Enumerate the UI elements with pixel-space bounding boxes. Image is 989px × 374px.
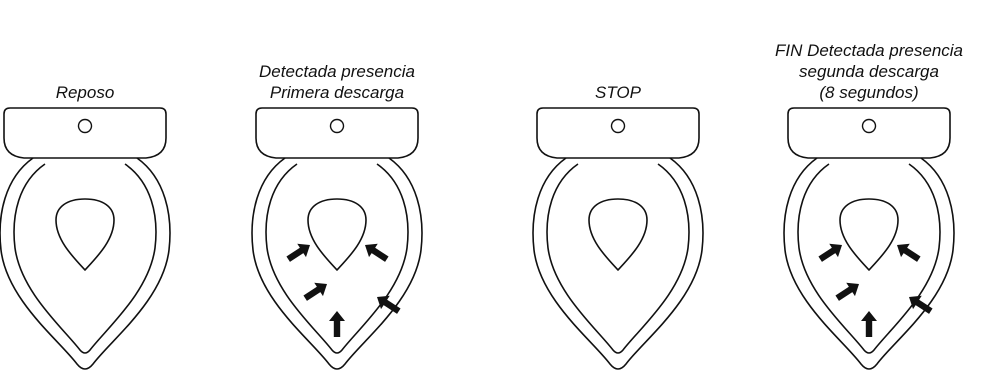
arrow-upper-right-icon: [360, 238, 392, 266]
urinal-drawing: [0, 107, 171, 370]
stage-label-line: FIN Detectada presencia: [775, 41, 963, 60]
stage-label-line: segunda descarga: [799, 62, 939, 81]
arrow-lower-left-icon: [300, 277, 332, 305]
arrow-bottom-up-icon: [861, 311, 877, 337]
arrow-upper-left-icon: [283, 238, 315, 266]
stage-label-line: Detectada presencia: [259, 62, 415, 81]
arrow-upper-right-icon: [892, 238, 924, 266]
stage-label-line: STOP: [595, 83, 642, 102]
stage-label-line: Primera descarga: [270, 83, 404, 102]
stage-segunda: FIN Detectada presencia segunda descarga (…: [775, 41, 963, 370]
stage-label-line: (8 segundos): [819, 83, 918, 102]
urinal-drawing: [532, 107, 704, 370]
arrow-upper-left-icon: [815, 238, 847, 266]
stage-label-line: Reposo: [56, 83, 115, 102]
stage-reposo: Reposo: [0, 83, 171, 370]
stage-stop: STOP: [532, 83, 704, 370]
arrow-lower-left-icon: [832, 277, 864, 305]
arrow-bottom-up-icon: [329, 311, 345, 337]
